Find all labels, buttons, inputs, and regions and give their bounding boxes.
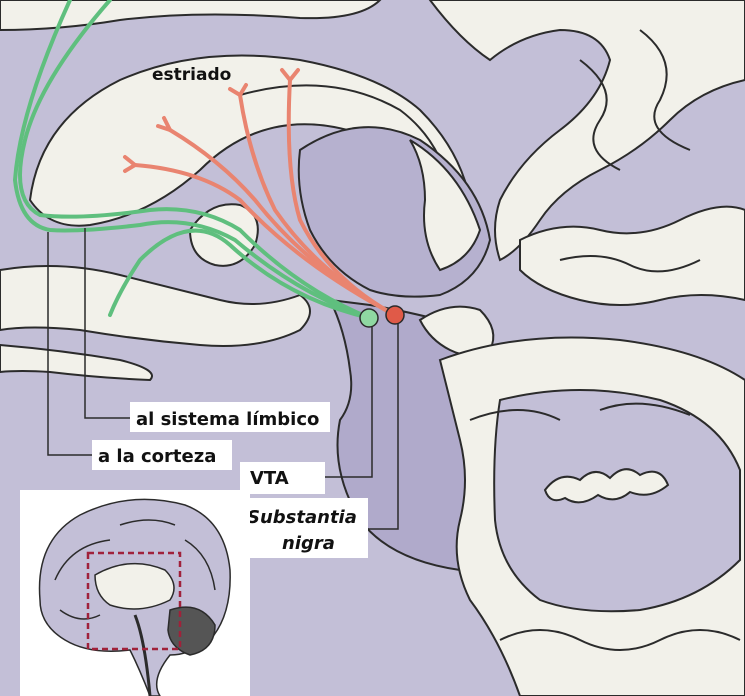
label-limbic: al sistema límbico <box>136 409 319 430</box>
label-cortex: a la corteza <box>98 446 216 467</box>
vta-neuron <box>360 309 378 327</box>
label-vta: VTA <box>250 468 289 489</box>
cerebellum-core <box>494 390 740 611</box>
label-substantia-2: nigra <box>282 533 335 554</box>
label-substantia-1: Substantia <box>247 507 357 528</box>
inset-corpus-callosum <box>95 564 174 609</box>
substantia-nigra-neuron <box>386 306 404 324</box>
label-striatum: estriado <box>152 65 231 85</box>
